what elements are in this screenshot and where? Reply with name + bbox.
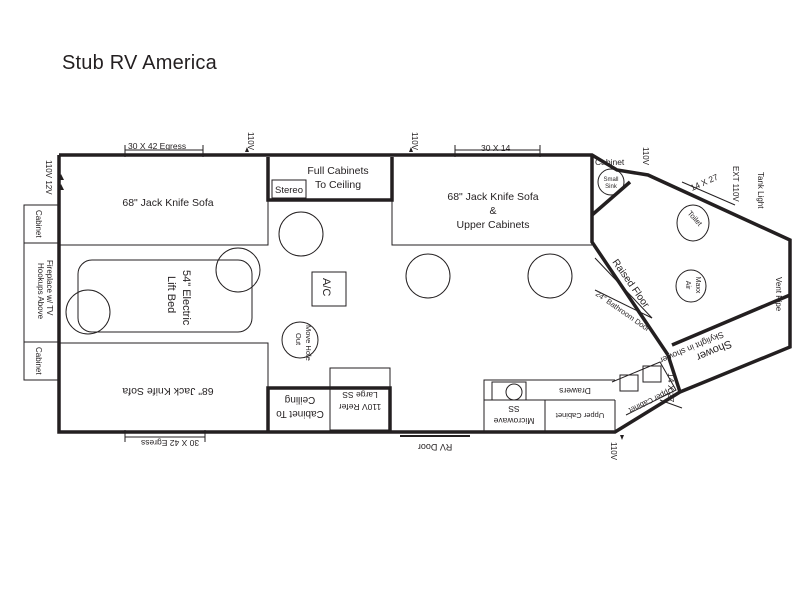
vent-pipe-label: Vent Pipe (774, 277, 783, 312)
v110-front-label: 110V (641, 147, 650, 166)
exterior-walls (57, 153, 792, 434)
fireplace-line2: Hookups Above (36, 263, 45, 320)
stereo-label: Stereo (275, 185, 303, 196)
lift-bed-line2: Lift Bed (165, 276, 177, 313)
microwave-line1: Microwave (493, 416, 534, 426)
window-14x27-bottom-label: 14 X 27 (666, 373, 676, 403)
circles (65, 168, 710, 401)
v110-top-mid-label: 110V (410, 132, 419, 151)
toilet-label: Toilet (686, 209, 705, 229)
fireplace-line1: Fireplace w/ TV (45, 260, 54, 316)
cabinet-side-top-label: Cabinet (34, 210, 43, 238)
egress-bottom-label: 30 X 42 Egress (141, 438, 199, 448)
upper-cabinet-bottom-label: Upper Cabinet (555, 411, 604, 420)
rv-door-label: RV Door (418, 442, 452, 452)
egress-top-label: 30 X 42 Egress (128, 141, 186, 151)
sofa-left-top-label: 68" Jack Knife Sofa (122, 197, 213, 209)
sofa-right-line3: Upper Cabinets (457, 219, 530, 231)
v110-top-left-label: 110V (246, 132, 255, 151)
voltage-markers (58, 147, 624, 440)
small-sink-line1: Small (603, 177, 618, 183)
maxx-air-line2: Air (684, 281, 691, 290)
ac-label: A/C (320, 278, 332, 296)
cabinet-to-ceiling-line1: Cabinet To (276, 408, 324, 419)
sofa-right-line1: 68" Jack Knife Sofa (447, 191, 538, 203)
page-title: Stub RV America (62, 52, 217, 74)
window-top-label: 30 X 14 (481, 143, 511, 153)
sofa-left-bottom-label: 68" Jack Knife Sofa (122, 385, 213, 397)
refer-line1: 110V Refer (339, 402, 382, 412)
cabinets-ceiling-line2: To Ceiling (315, 179, 361, 191)
cabinet-to-ceiling-line2: Ceiling (285, 394, 316, 405)
tank-light-label: Tank Light (756, 172, 765, 209)
window-14x27-top-label: 14 X 27 (689, 172, 720, 193)
small-sink-line2: Sink (605, 184, 618, 190)
cabinet-front-label: Cabinet (595, 157, 625, 167)
lift-bed-line1: 54" Electric (180, 270, 192, 326)
ext-110v-label: EXT 110V (731, 166, 740, 202)
move-hole-line2: Out (294, 333, 303, 346)
v110-bottom-label: 110V (609, 442, 618, 461)
refer-line2: Large SS (342, 390, 378, 400)
sofa-right-line2: & (489, 205, 496, 217)
drawers-label: Drawers (559, 386, 591, 396)
interior-thin-lines (23, 145, 736, 442)
v110-12v-label: 110V 12V (44, 160, 53, 195)
cabinet-side-bottom-label: Cabinet (34, 347, 43, 375)
cabinets-ceiling-line1: Full Cabinets (307, 165, 368, 177)
microwave-line2: SS (508, 404, 520, 414)
maxx-air-line1: Maxx (694, 277, 701, 294)
move-hole-line1: Move Hole (304, 325, 313, 361)
